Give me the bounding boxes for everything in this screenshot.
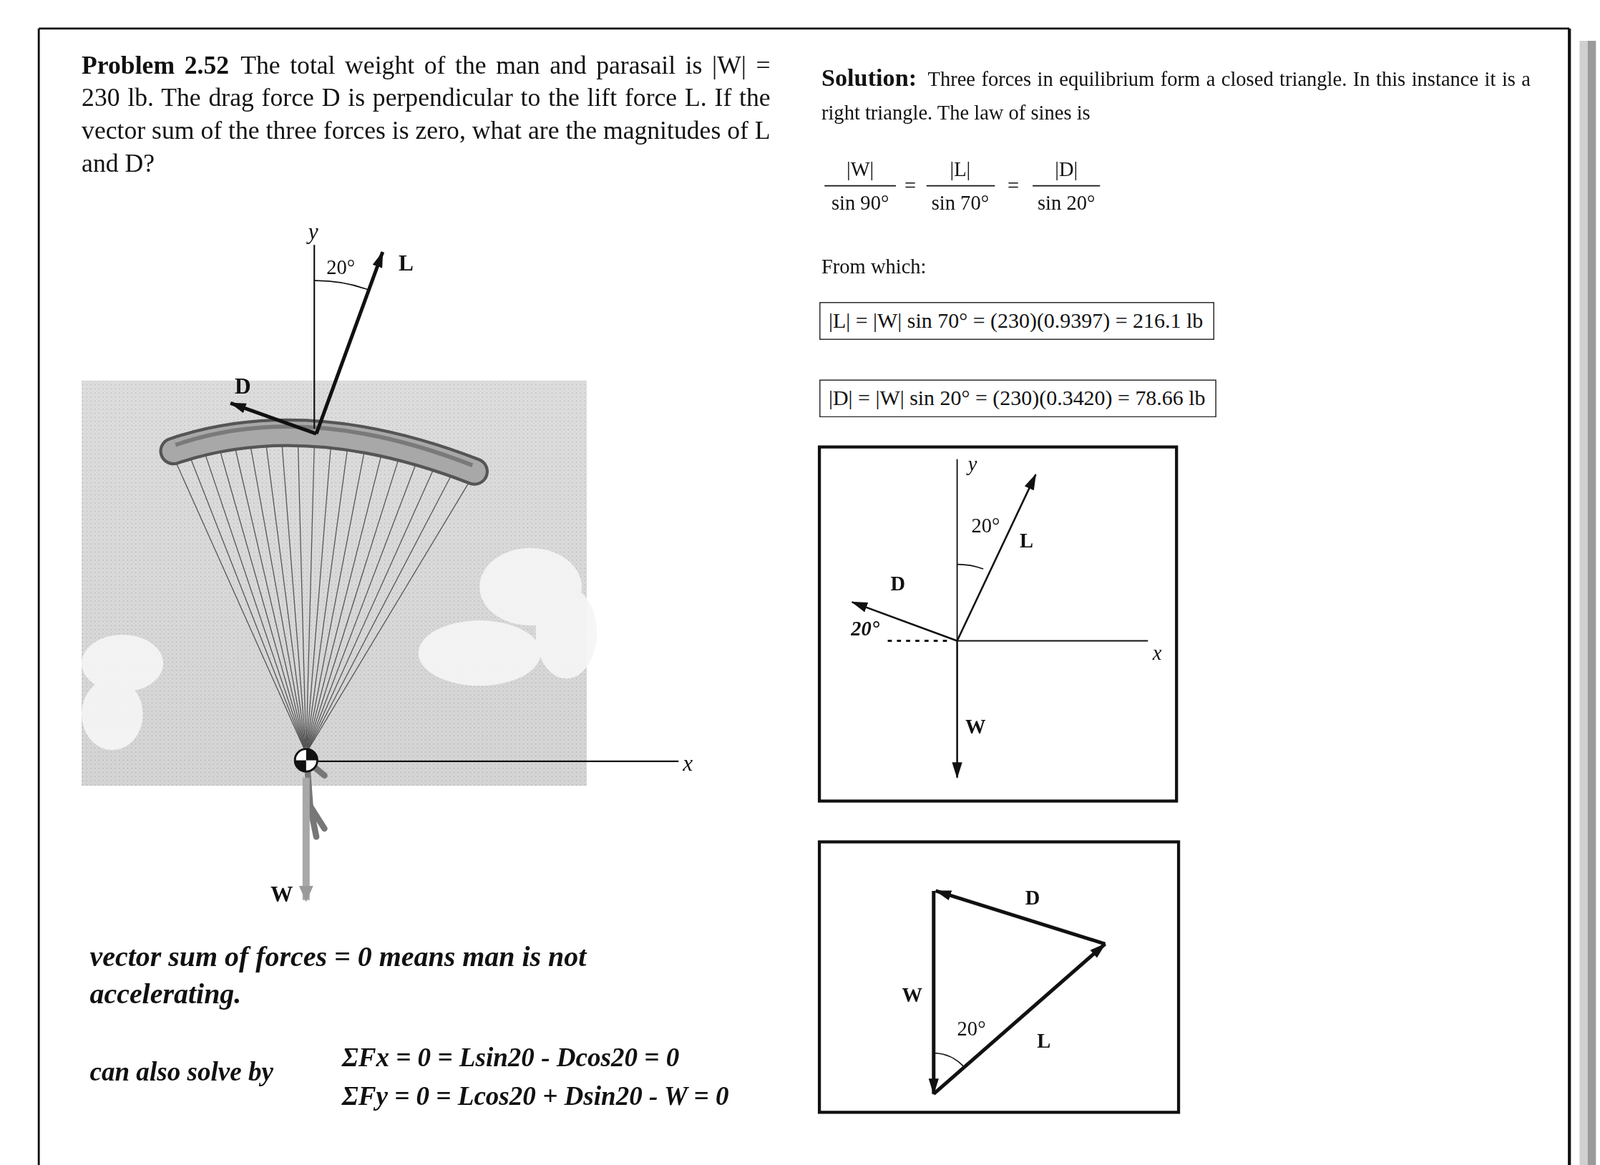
free-body-diagram: [819, 447, 1177, 802]
suspension-line: [266, 445, 307, 753]
axis-label: x: [682, 750, 693, 777]
suspension-line: [306, 481, 470, 753]
free-body-diagram: [955, 641, 959, 778]
solution-intro: Solution:Three forces in equilibrium for…: [821, 61, 1531, 131]
suspension-line: [306, 469, 434, 754]
force-triangle: [819, 841, 1179, 1112]
cloud: [418, 620, 541, 686]
angle-label: 20°: [850, 616, 880, 641]
free-body-diagram: [956, 459, 959, 642]
force-triangle: [933, 1053, 965, 1068]
handwritten-equation: ΣFx = 0 = Lsin20 - Dcos20 = 0: [342, 1042, 680, 1074]
drag-arrow: [230, 402, 317, 434]
center-of-mass-symbol: [294, 749, 317, 772]
problem-number: Problem 2.52: [81, 50, 229, 79]
suspension-line: [306, 464, 416, 754]
parasail-illustration: [81, 380, 587, 786]
solution-text: Three forces in equilibrium form a close…: [821, 67, 1531, 124]
cloud: [81, 678, 144, 750]
force-label: W: [270, 880, 293, 907]
force-triangle: [935, 890, 1106, 944]
handwritten-equation: ΣFy = 0 = Lcos20 + Dsin20 - W = 0: [342, 1081, 730, 1113]
suspension-line: [306, 452, 365, 754]
equation-term: |D|: [1054, 157, 1078, 182]
equation-sign: =: [1007, 173, 1019, 198]
equation-term: sin 90°: [831, 191, 889, 215]
lift-arrow: [316, 251, 383, 434]
suspension-line: [204, 453, 306, 754]
center-of-mass-symbol: [294, 749, 317, 772]
result-box: |D| = |W| sin 20° = (230)(0.3420) = 78.6…: [819, 379, 1217, 418]
page-frame: [37, 28, 41, 1165]
fraction-bars: [824, 185, 1100, 187]
cloud: [535, 586, 598, 679]
center-of-mass-symbol: [294, 759, 307, 772]
force-label: D: [1025, 885, 1041, 910]
force-triangle: [819, 841, 1179, 1112]
x-axis: [318, 760, 679, 763]
result-box: |L| = |W| sin 70° = (230)(0.9397) = 216.…: [819, 301, 1215, 340]
suspension-line: [306, 459, 399, 753]
page-frame: [38, 27, 1570, 31]
parasail-illustration: [81, 380, 587, 786]
free-body-diagram: [819, 447, 1177, 802]
axis-label: x: [1152, 641, 1163, 665]
man-figure: [310, 806, 325, 829]
angle-label: 20°: [326, 255, 355, 280]
free-body-diagram: [957, 640, 1149, 642]
weight-arrow: [302, 777, 310, 901]
force-label: D: [234, 372, 252, 399]
force-label: L: [1036, 1028, 1051, 1053]
fraction-bars: [1032, 185, 1100, 187]
force-triangle: [931, 890, 936, 1095]
canopy-top: [175, 426, 473, 466]
suspension-line: [190, 457, 307, 754]
force-triangle: [933, 943, 1106, 1095]
handwritten-note: can also solve by: [89, 1056, 273, 1088]
equation-term: sin 20°: [1037, 191, 1095, 215]
force-label: L: [1019, 528, 1034, 553]
suspension-line: [306, 455, 382, 754]
angle-label: 20°: [957, 1016, 987, 1041]
angle-label: 20°: [971, 513, 1001, 538]
axis-label: y: [968, 452, 978, 476]
fraction-bars: [824, 185, 896, 187]
parasail-illustration: [81, 244, 679, 901]
force-label: W: [965, 714, 987, 739]
problem-statement: Problem 2.52The total weight of the man …: [81, 48, 771, 180]
fraction-bars: [926, 185, 996, 187]
force-label: L: [398, 250, 414, 277]
y-axis: [313, 244, 315, 429]
force-label: D: [890, 571, 906, 596]
page-frame: [1567, 28, 1571, 1165]
free-body-diagram: [957, 474, 1037, 641]
solution-heading: Solution:: [821, 64, 917, 91]
force-label: W: [902, 983, 924, 1007]
free-body-diagram: [888, 639, 948, 642]
suspension-line: [235, 447, 307, 753]
result-text: |D| = |W| sin 20° = (230)(0.3420) = 78.6…: [828, 385, 1208, 412]
angle-arc: [314, 280, 369, 290]
suspension-line: [250, 446, 307, 754]
equation-term: |L|: [949, 157, 971, 182]
equation-sign: =: [904, 173, 916, 198]
equation-term: |W|: [846, 157, 874, 182]
suspension-line: [306, 475, 452, 753]
free-body-diagram: [957, 564, 984, 569]
suspension-line: [298, 445, 307, 753]
page-frame: [1587, 40, 1596, 1165]
page-frame: [38, 28, 1596, 1165]
result-text: |L| = |W| sin 70° = (230)(0.9397) = 216.…: [828, 308, 1206, 335]
equation-term: sin 70°: [931, 191, 989, 215]
center-of-mass-symbol: [306, 749, 318, 761]
suspension-line: [281, 445, 307, 754]
suspension-line: [219, 450, 306, 754]
handwritten-note: vector sum of forces = 0 means man is no…: [89, 938, 662, 1013]
suspension-lines: [175, 445, 470, 754]
axis-label: y: [308, 218, 319, 245]
text-line: From which:: [821, 255, 927, 280]
